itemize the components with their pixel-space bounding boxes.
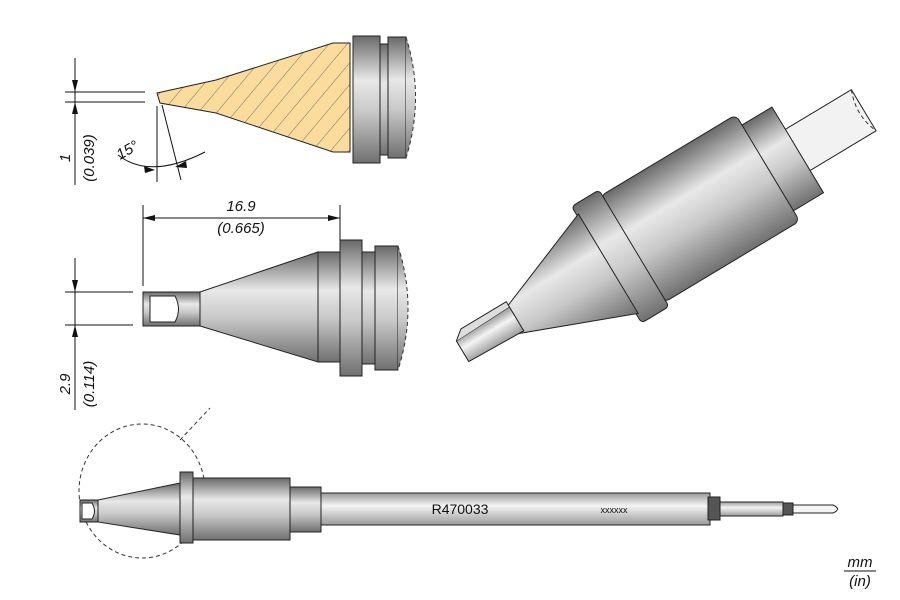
thickness-in: (0.039) (81, 134, 98, 182)
code-label: xxxxxx (601, 505, 629, 515)
dome (406, 37, 416, 158)
section-view: 1 (0.039) 15° (57, 35, 416, 185)
shaft (319, 492, 711, 526)
collar (352, 35, 381, 164)
unit-mm: mm (848, 554, 873, 571)
units-legend: mm (in) (844, 554, 876, 590)
body (317, 251, 341, 363)
collar (339, 239, 363, 377)
side-view: 16.9 (0.665) 2.9 (0.114) (57, 198, 409, 410)
width-in: (0.114) (81, 361, 98, 407)
cone (199, 251, 319, 363)
flange (374, 245, 399, 371)
band (707, 496, 721, 521)
handle-body (192, 477, 291, 541)
width-mm: 2.9 (57, 373, 74, 396)
length-in: (0.665) (217, 220, 265, 237)
blade-3d (455, 306, 525, 363)
hatched-tip-section (156, 42, 351, 153)
isometric-view (455, 88, 877, 363)
length-mm: 16.9 (226, 198, 256, 215)
flange (387, 36, 407, 159)
part-number: R470033 (432, 501, 489, 517)
angle-label: 15° (114, 137, 142, 163)
groove (379, 43, 389, 156)
full-view: R470033 xxxxxx (78, 407, 838, 559)
thickness-mm: 1 (57, 154, 74, 162)
unit-in: (in) (849, 573, 871, 590)
